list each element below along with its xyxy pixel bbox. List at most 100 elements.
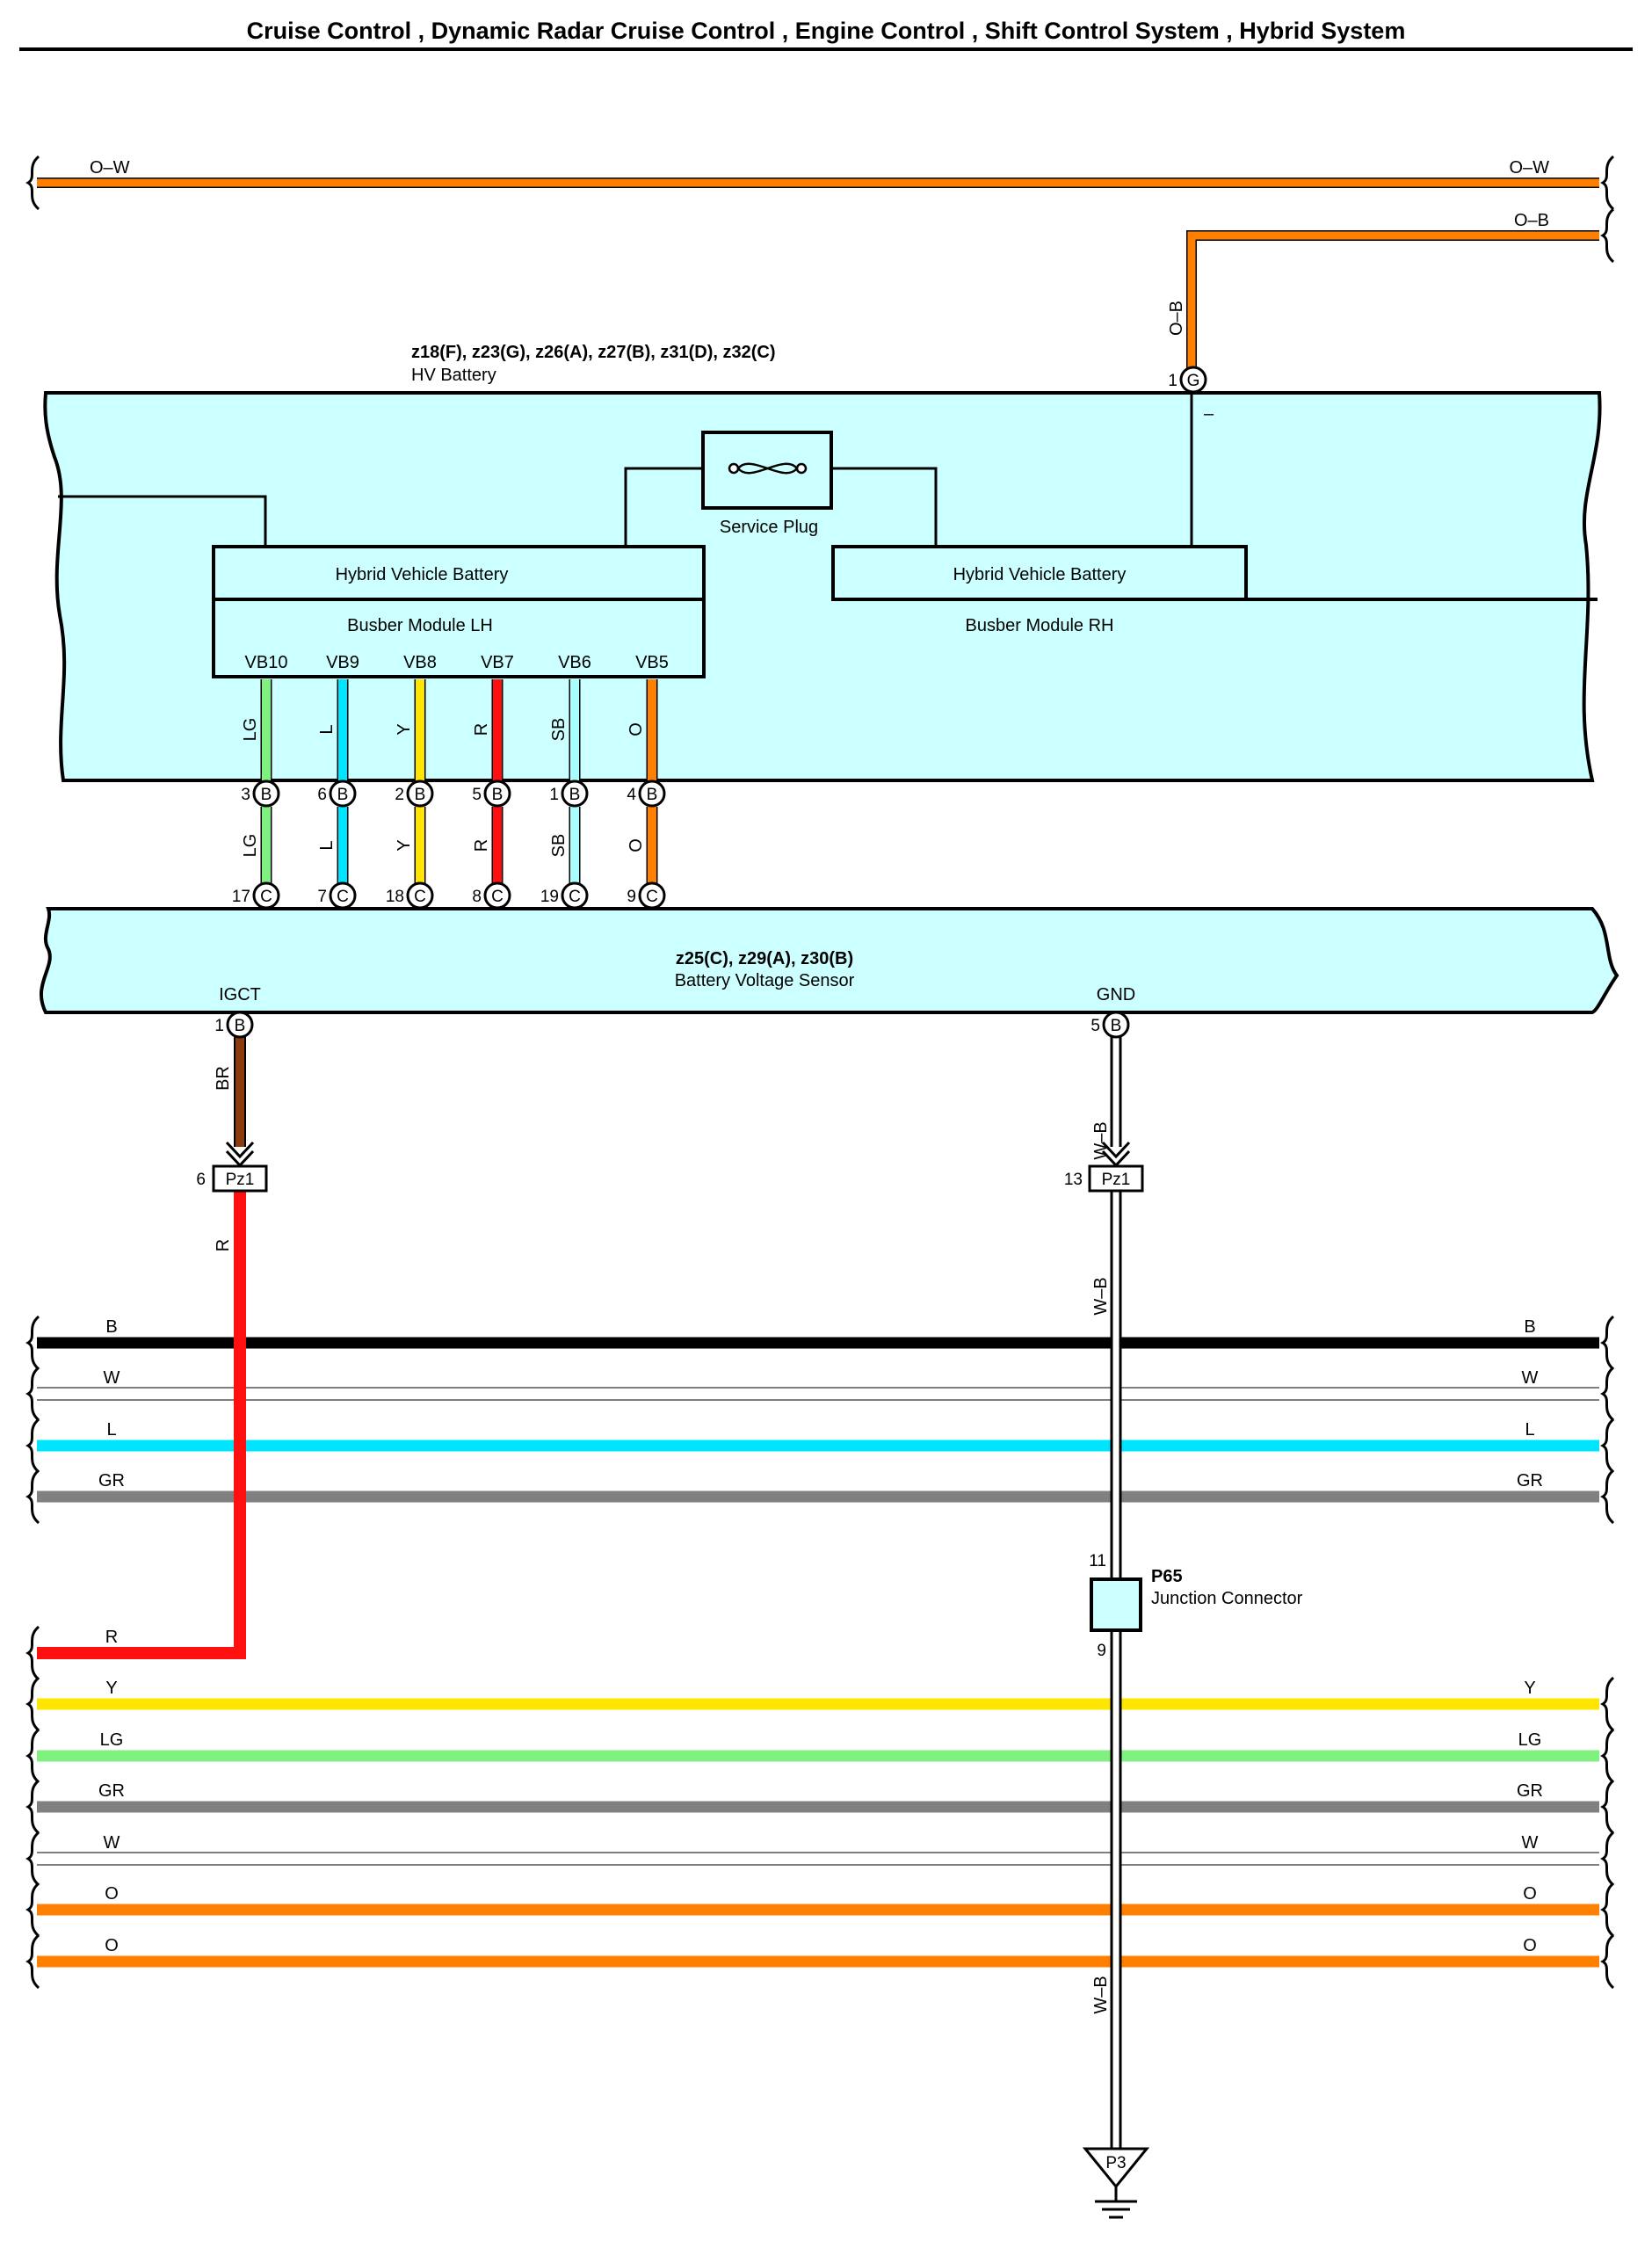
p65-junction-connector: 11 9 P65 Junction Connector (1089, 1552, 1302, 1660)
rh-title: Hybrid Vehicle Battery (953, 565, 1127, 584)
bus-label-right: GR (1517, 1471, 1543, 1490)
igct-wire-label: BR (214, 1066, 233, 1091)
voltage-wire-vb5: VB5VB5OO (627, 653, 669, 938)
terminal-label-upper: VB10 (245, 653, 288, 672)
wire-o-b (1186, 230, 1599, 378)
bus-label-left: W (104, 1833, 120, 1853)
wire-break-right (1600, 155, 1615, 211)
terminal-label-upper: VB9 (326, 653, 359, 672)
pin-number: 6 (317, 786, 327, 804)
pin-number: 5 (472, 786, 482, 804)
pin-c-18: C 18 (386, 881, 434, 910)
pin-connector-letter: B (1111, 1017, 1122, 1035)
sensor-name: Battery Voltage Sensor (675, 971, 855, 990)
p65-code: P65 (1151, 1567, 1183, 1586)
pin-number: 1 (1168, 372, 1177, 390)
pin-number: 18 (386, 888, 404, 906)
pz1-right-below-label: W–B (1091, 1277, 1111, 1315)
service-plug-wire-left (624, 467, 703, 547)
pin-connector-letter: C (414, 888, 426, 906)
service-plug: Service Plug (701, 431, 833, 537)
wire-color-label-upper: L (317, 724, 337, 734)
service-plug-box (701, 431, 833, 510)
igct-wire: R (25, 1037, 246, 1681)
busbar-module-lh (212, 598, 706, 678)
wire-break-right (1600, 1831, 1615, 1887)
pz1-right-pin: 13 (1064, 1171, 1083, 1189)
pin-number: 19 (540, 888, 559, 906)
bus-label-left: Y (105, 1679, 117, 1698)
pz1-right-connector: Pz1 13 (1064, 1141, 1144, 1193)
pin-b-1: B1 (549, 780, 589, 808)
pin-number: 17 (232, 888, 250, 906)
wire-o-w-label-left: O–W (90, 158, 130, 178)
wire-o-w-label-right: O–W (1509, 158, 1549, 178)
pin-connector-letter: B (415, 786, 426, 804)
wire-break-right (1600, 1418, 1615, 1474)
wire-r (37, 1191, 246, 1659)
pin-gnd-5: B5 (1090, 1011, 1130, 1039)
wire-color-label-lower: LG (241, 834, 260, 858)
pin-b-5: B5 (472, 780, 511, 808)
pin-g-1: G1 (1168, 366, 1207, 394)
bus-label-right: Y (1524, 1679, 1535, 1698)
pz1-left-connector: Pz1 6 (196, 1141, 268, 1193)
wire-break-left (25, 1625, 40, 1681)
pin-connector-letter: B (492, 786, 504, 804)
pin-c-9: C9 (627, 881, 666, 910)
bus-label-left: O (105, 1884, 119, 1904)
r-wire-bus-label: R (105, 1628, 118, 1647)
bus-label-right: O (1523, 1936, 1537, 1955)
service-plug-label: Service Plug (720, 518, 818, 537)
wire-break-right (1600, 1315, 1615, 1371)
wire-break-left (25, 1882, 40, 1938)
wire-color-label-upper: LG (241, 718, 260, 742)
pin-connector-letter: B (235, 1017, 246, 1035)
wire-o-b-label-vertical: O–B (1167, 301, 1186, 336)
wire-break-right (1600, 207, 1615, 264)
bus-label-right: LG (1518, 1730, 1542, 1750)
wire-break-left (25, 155, 40, 211)
bus-label-left: B (105, 1317, 117, 1337)
pz1-left-below-label: R (214, 1239, 233, 1251)
pz1-left-pin: 6 (196, 1171, 206, 1189)
wire-break-right (1600, 1933, 1615, 1990)
pin-connector-letter: C (260, 888, 272, 906)
wire-color-label-upper: Y (395, 723, 414, 735)
wire-break-left (25, 1676, 40, 1732)
wire-break-right (1600, 1366, 1615, 1422)
bus-label-right: L (1525, 1420, 1534, 1440)
bus-label-left: GR (98, 1781, 125, 1801)
ground-name: P3 (1105, 2154, 1126, 2172)
bus-label-right: W (1522, 1833, 1539, 1853)
wire-break-right (1600, 1676, 1615, 1732)
wire-break-left (25, 1366, 40, 1422)
hv-battery-box (43, 391, 1602, 782)
pz1-right-name: Pz1 (1102, 1171, 1131, 1189)
page-title: Cruise Control , Dynamic Radar Cruise Co… (247, 18, 1406, 44)
pz1-left-name: Pz1 (226, 1171, 255, 1189)
pin-connector-letter: B (261, 786, 272, 804)
wire-break-left (25, 1315, 40, 1371)
wire-o-b-label-right: O–B (1514, 211, 1549, 230)
pin-b-4: B4 (627, 780, 666, 808)
top-wires: O–W O–W O–B O–B (25, 155, 1615, 378)
terminal-label-upper: VB5 (635, 653, 669, 672)
ground-wire-label: W–B (1091, 1976, 1111, 2013)
gnd-terminal-label: GND (1097, 985, 1135, 1004)
pin-connector-letter: C (491, 888, 504, 906)
terminal-label-upper: VB7 (481, 653, 514, 672)
pin-number: 1 (549, 786, 559, 804)
bus-label-right: B (1524, 1317, 1535, 1337)
wire-break-right (1600, 1779, 1615, 1835)
bus-label-left: L (106, 1420, 116, 1440)
pin-connector-letter: B (337, 786, 349, 804)
pin-igct-1: B1 (214, 1011, 254, 1039)
battery-voltage-sensor-box (40, 907, 1619, 1014)
